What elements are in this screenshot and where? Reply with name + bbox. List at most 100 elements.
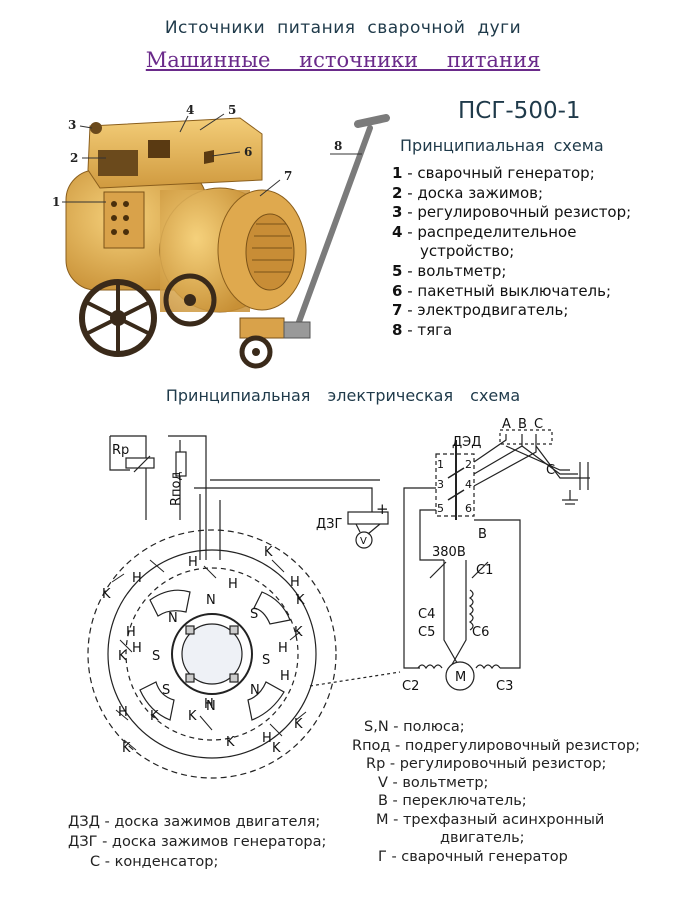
winding-k: K bbox=[118, 649, 127, 664]
note-item: V - вольтметр; bbox=[378, 774, 489, 791]
label-voltage: 380В bbox=[432, 545, 466, 560]
winding-k: K bbox=[294, 625, 303, 640]
winding-h: H bbox=[228, 577, 238, 592]
label-c: C bbox=[534, 417, 543, 432]
winding-h: H bbox=[278, 641, 288, 656]
note-item: М - трехфазный асинхронный bbox=[376, 811, 605, 828]
dzg-terminal bbox=[347, 511, 389, 525]
label-a: A bbox=[502, 417, 511, 432]
generator-frame bbox=[107, 549, 317, 759]
terminal-2: 2 bbox=[465, 458, 472, 471]
callout-5: 5 bbox=[228, 103, 236, 117]
winding-k: K bbox=[296, 593, 305, 608]
label-switch: B bbox=[478, 527, 487, 542]
label-rp: Rр bbox=[112, 443, 129, 458]
label-dzg: ДЗГ bbox=[316, 517, 342, 532]
voltmeter-symbol bbox=[355, 531, 373, 549]
pole-s: S bbox=[262, 653, 270, 668]
note-item: В - переключатель; bbox=[378, 793, 527, 809]
terminal-4: 4 bbox=[465, 478, 472, 491]
pole-s: S bbox=[250, 607, 258, 622]
parts-legend: 1 - сварочный генератор; 2 - доска зажим… bbox=[392, 164, 631, 340]
winding-k: K bbox=[294, 717, 303, 732]
winding-k: K bbox=[188, 709, 197, 724]
label-b: B bbox=[518, 417, 527, 432]
winding-h: H bbox=[118, 705, 128, 720]
motor-symbol bbox=[445, 661, 475, 691]
regulator-knob bbox=[90, 122, 102, 134]
note-item: двигатель; bbox=[440, 830, 525, 846]
label-c1: C1 bbox=[476, 563, 493, 578]
callout-2: 2 bbox=[70, 151, 78, 165]
caster-wheel bbox=[239, 317, 285, 369]
terminal-5: 5 bbox=[437, 502, 444, 515]
label-plus: + bbox=[376, 500, 389, 518]
callout-6: 6 bbox=[244, 145, 252, 159]
label-capacitor: C bbox=[546, 463, 555, 478]
generator-outer-ring bbox=[87, 529, 337, 779]
rp-resistor bbox=[125, 457, 155, 469]
note-item: Rр - регулировочный резистор; bbox=[366, 756, 607, 772]
label-rpod: Rпод bbox=[169, 472, 184, 506]
label-ded: ДЭД bbox=[452, 435, 481, 450]
winding-h: H bbox=[204, 697, 214, 712]
winding-h: H bbox=[262, 731, 272, 746]
label-c2: C2 bbox=[402, 679, 419, 694]
winding-h: H bbox=[132, 571, 142, 586]
legend-item: устройство; bbox=[420, 242, 515, 261]
wheel bbox=[163, 273, 217, 327]
schematic-title: Принципиальная схема bbox=[400, 136, 604, 155]
label-motor: M bbox=[455, 670, 466, 685]
callout-8: 8 bbox=[334, 139, 342, 153]
winding-k: K bbox=[102, 587, 111, 602]
pole-n: N bbox=[250, 683, 260, 698]
label-c6: C6 bbox=[472, 625, 489, 640]
terminal-3: 3 bbox=[437, 478, 444, 491]
callout-3: 3 bbox=[68, 118, 76, 132]
winding-h: H bbox=[280, 669, 290, 684]
terminal-6: 6 bbox=[465, 502, 472, 515]
rpod-resistor bbox=[175, 451, 187, 477]
winding-h: H bbox=[132, 641, 142, 656]
tow-bar bbox=[293, 125, 373, 333]
notes-left: ДЗД - доска зажимов двигателя; ДЗГ - дос… bbox=[68, 812, 326, 872]
callout-1: 1 bbox=[52, 195, 60, 209]
legend-item: 4 - распределительное bbox=[392, 222, 577, 241]
model-name: ПСГ-500-1 bbox=[458, 98, 581, 124]
note-item: Г - сварочный генератор bbox=[378, 848, 568, 865]
terminal-board bbox=[98, 150, 138, 176]
label-c5: C5 bbox=[418, 625, 435, 640]
winding-k: K bbox=[226, 735, 235, 750]
note-item: Rпод - подрегулировочный резистор; bbox=[352, 737, 640, 754]
wheel bbox=[79, 279, 157, 357]
legend-item: 8 - тяга bbox=[392, 320, 453, 339]
callout-7: 7 bbox=[284, 169, 292, 183]
voltmeter bbox=[148, 140, 170, 158]
winding-h: H bbox=[126, 625, 136, 640]
label-c3: C3 bbox=[496, 679, 513, 694]
note-item: С - конденсатор; bbox=[90, 854, 219, 870]
pole-n: N bbox=[168, 611, 178, 626]
legend-item: 7 - электродвигатель; bbox=[392, 301, 569, 320]
terminal-1: 1 bbox=[437, 458, 444, 471]
pole-n: N bbox=[206, 593, 216, 608]
label-c4: C4 bbox=[418, 607, 435, 622]
armature bbox=[181, 623, 243, 685]
winding-k: K bbox=[150, 709, 159, 724]
switch bbox=[204, 150, 214, 164]
winding-h: H bbox=[290, 575, 300, 590]
winding-h: H bbox=[188, 555, 198, 570]
note-item: S,N - полюса; bbox=[364, 719, 465, 735]
armature-ring bbox=[171, 613, 253, 695]
legend-item: 2 - доска зажимов; bbox=[392, 183, 544, 202]
legend-item: 5 - вольтметр; bbox=[392, 261, 507, 280]
note-item: ДЗГ - доска зажимов генератора; bbox=[68, 834, 327, 850]
page-subtitle: Машинные источники питания bbox=[145, 48, 541, 72]
label-v: V bbox=[360, 536, 367, 547]
pole-s: S bbox=[152, 649, 160, 664]
legend-item: 1 - сварочный генератор; bbox=[392, 164, 595, 182]
page-title: Источники питания сварочной дуги bbox=[164, 18, 522, 38]
